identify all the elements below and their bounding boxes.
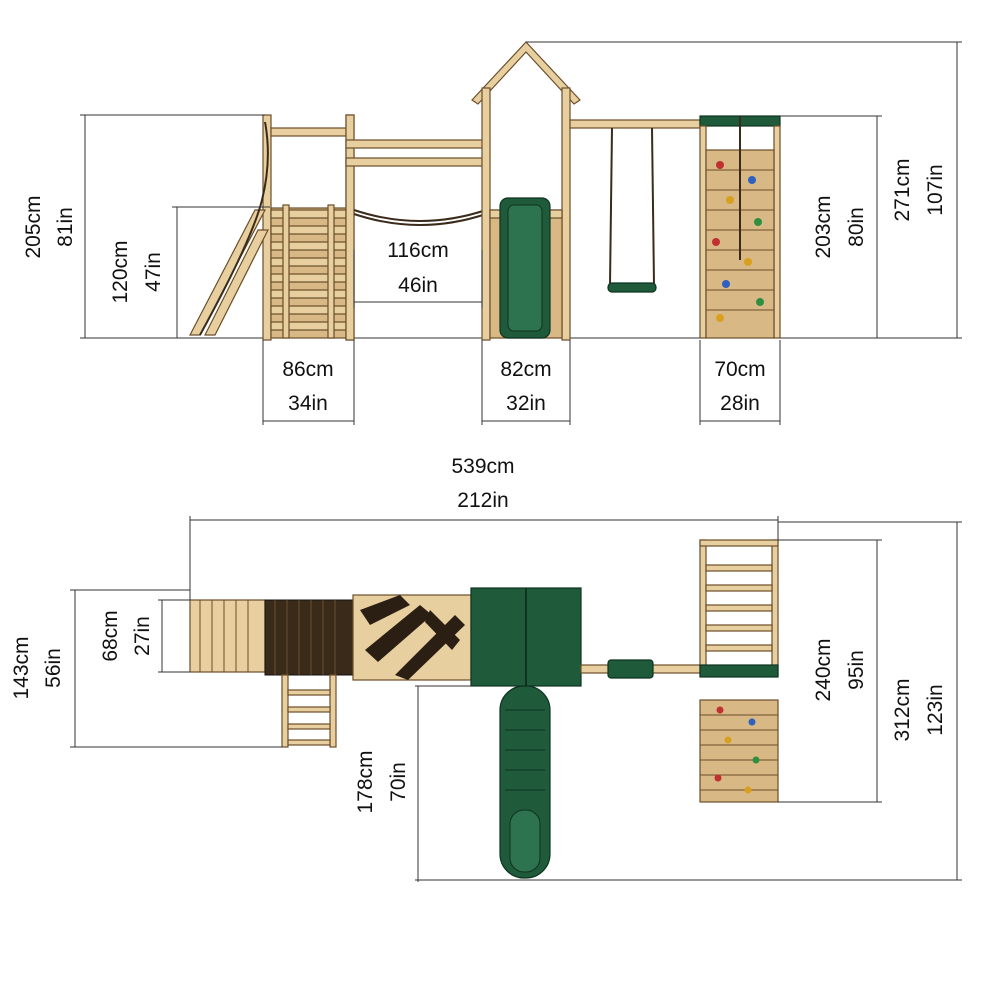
wall-length-in: 95in — [845, 650, 868, 690]
deck-width-in: 27in — [131, 616, 154, 656]
top-view: 539cm 212in 68cm 27in 143cm 56in 178cm 7… — [10, 455, 962, 882]
slide-tower-in: 32in — [506, 392, 546, 415]
wall-width-in: 28in — [720, 392, 760, 415]
climb-height-cm: 205cm — [22, 195, 45, 258]
wall-length-cm: 240cm — [812, 638, 835, 701]
bridge-cm: 116cm — [387, 239, 448, 262]
total-length-in: 212in — [457, 489, 508, 512]
wall-width-cm: 70cm — [714, 358, 765, 381]
top-labels: 539cm 212in 68cm 27in 143cm 56in 178cm 7… — [10, 455, 947, 814]
platform-height-cm: 120cm — [109, 240, 132, 303]
top-left-deck — [189, 599, 354, 676]
front-view: 205cm 81in 120cm 47in 116cm 46in 86cm 34… — [22, 41, 962, 425]
climbing-wall — [699, 115, 781, 339]
front-labels: 205cm 81in 120cm 47in 116cm 46in 86cm 34… — [22, 158, 947, 415]
tower-depth-in: 34in — [288, 392, 328, 415]
total-width-cm: 312cm — [891, 678, 914, 741]
top-ladder — [281, 674, 337, 748]
climb-height-in: 81in — [54, 207, 77, 247]
top-dimension-lines — [70, 516, 962, 882]
tower-depth-cm: 86cm — [282, 358, 333, 381]
top-swing — [580, 659, 702, 679]
slide-length-in: 70in — [387, 762, 410, 802]
slide-length-cm: 178cm — [354, 750, 377, 813]
total-width-in: 123in — [924, 684, 947, 735]
wall-height-cm: 203cm — [812, 195, 835, 258]
bridge — [345, 114, 489, 341]
top-monkey-bars — [699, 539, 779, 803]
slide-tower — [471, 41, 581, 341]
slide-tower-cm: 82cm — [500, 358, 551, 381]
ladder-depth-cm: 143cm — [10, 636, 33, 699]
total-height-in: 107in — [924, 164, 947, 215]
top-bridge — [352, 594, 472, 681]
bridge-in: 46in — [398, 274, 438, 297]
front-dimension-lines — [80, 41, 962, 425]
total-length-cm: 539cm — [451, 455, 514, 478]
wall-height-in: 80in — [845, 207, 868, 247]
ladder-depth-in: 56in — [42, 648, 65, 688]
deck-width-cm: 68cm — [99, 610, 122, 661]
total-height-cm: 271cm — [891, 158, 914, 221]
top-slide-tower — [470, 587, 582, 879]
swing — [569, 119, 701, 293]
left-tower — [270, 204, 347, 339]
platform-height-in: 47in — [142, 252, 165, 292]
